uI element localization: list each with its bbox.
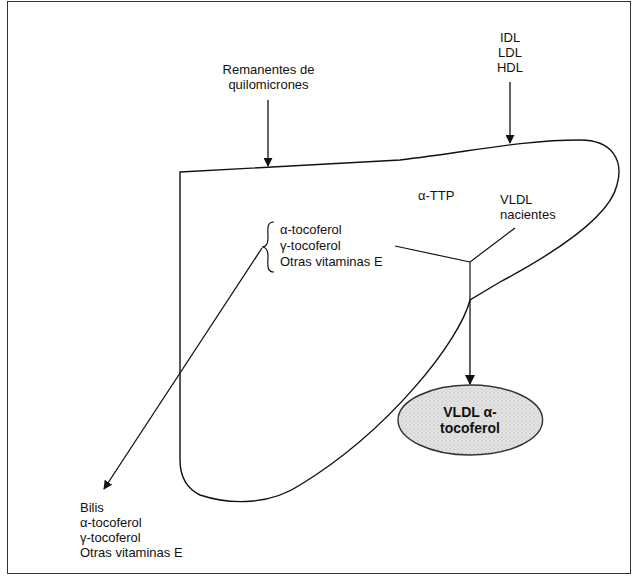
- brace: [262, 222, 274, 272]
- node-title: VLDL α-tocoferol: [424, 404, 516, 436]
- input-arrow: [267, 100, 268, 166]
- liver-outline: α-TTP VLDL nacientes α-tocoferolγ-tocofero…: [175, 135, 630, 510]
- lipoprotein-ellipse: VLDL α-tocoferol: [397, 384, 544, 456]
- node-text: Otras vitaminas E: [280, 254, 383, 269]
- merge-line: [395, 246, 470, 262]
- liver-border: [180, 140, 619, 502]
- flow-arrow: [469, 300, 470, 384]
- liver-shape: [175, 135, 630, 510]
- input-arrow: [509, 82, 510, 143]
- frame: [8, 2, 631, 574]
- label-text: LDL: [485, 45, 535, 60]
- node-text: α-TTP: [418, 188, 454, 203]
- label-text: Otras vitaminas E: [80, 545, 183, 560]
- node-text: VLDL nacientes: [500, 192, 572, 222]
- label-text: γ-tocoferol: [80, 530, 141, 545]
- merge-line: [470, 228, 515, 300]
- label-text: α-tocoferol: [80, 515, 142, 530]
- node-text: γ-tocoferol: [280, 238, 341, 253]
- node-text: α-tocoferol: [280, 222, 342, 237]
- label-text: Bilis: [80, 500, 104, 515]
- label-text: HDL: [485, 60, 535, 75]
- label-text: IDL: [485, 30, 535, 45]
- bile-arrow: [104, 248, 262, 489]
- ellipse-border: [398, 385, 543, 455]
- label-text: Remanentes de quilomicrones: [216, 62, 321, 92]
